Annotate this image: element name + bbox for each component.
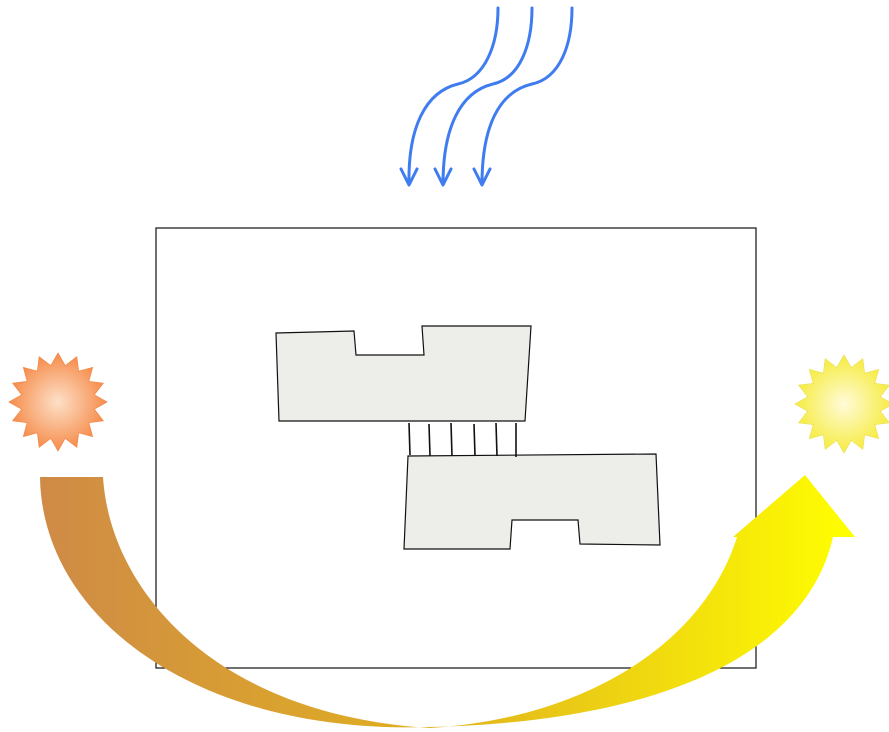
- lower-block: [404, 454, 660, 549]
- curved-orange-to-yellow-arrow: [40, 475, 855, 728]
- wavy-arrow: [433, 6, 534, 187]
- lower-block-outline: [403, 453, 661, 550]
- connecting-line: [495, 422, 498, 457]
- wavy-blue-arrows: [399, 6, 574, 187]
- wavy-arrow: [472, 6, 574, 187]
- connecting-line: [428, 423, 431, 457]
- yellow-sunburst-icon: [794, 354, 889, 454]
- connecting-line: [408, 422, 411, 456]
- connecting-line: [450, 422, 453, 457]
- connecting-line: [473, 423, 476, 457]
- upper-block: [276, 326, 531, 421]
- orange-sunburst-icon: [8, 352, 108, 452]
- rectangular-frame: [155, 227, 757, 669]
- connecting-lines: [408, 422, 517, 457]
- upper-block-outline: [275, 325, 532, 422]
- wavy-arrow: [399, 6, 500, 187]
